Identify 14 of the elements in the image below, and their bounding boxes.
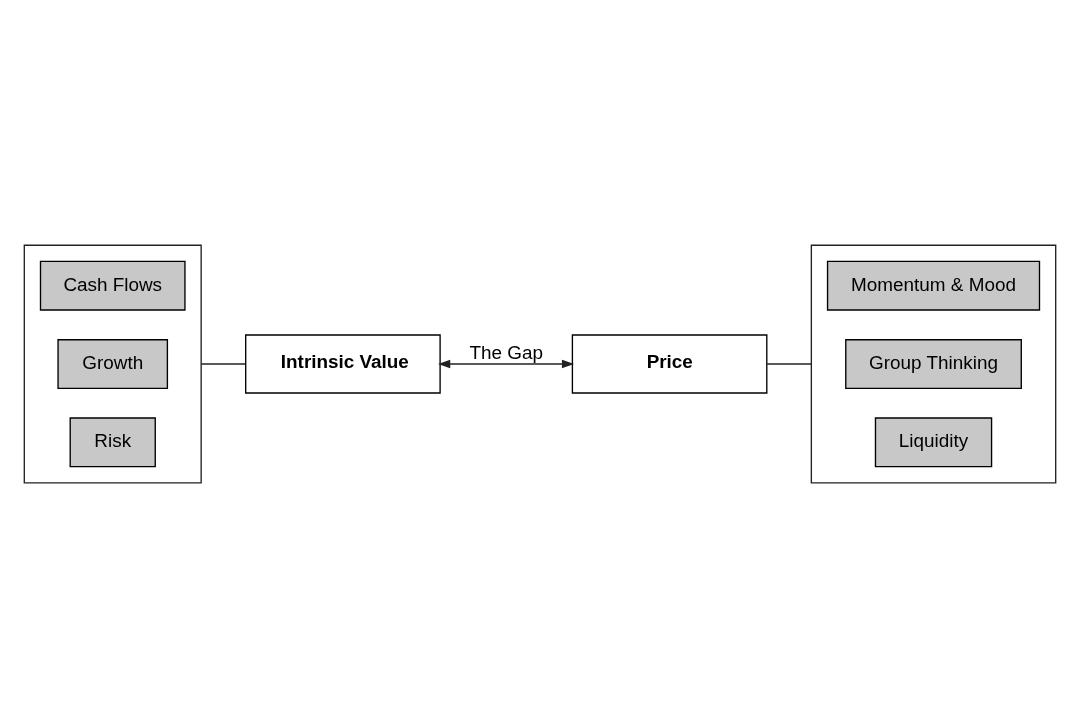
node-box: Intrinsic Value: [245, 334, 441, 394]
node-box: Growth: [57, 339, 169, 389]
connector: [766, 363, 813, 365]
arrow: [438, 359, 575, 369]
node-box: Price: [571, 334, 768, 394]
connector: [200, 363, 246, 365]
node-box: Momentum & Mood: [826, 260, 1041, 311]
node-box: Liquidity: [874, 417, 993, 468]
node-box: Group Thinking: [845, 339, 1022, 389]
node-box: Cash Flows: [39, 260, 186, 311]
edge-label: The Gap: [469, 341, 544, 363]
cluster: [23, 244, 202, 484]
cluster: [810, 244, 1057, 484]
node-box: Risk: [69, 417, 156, 468]
